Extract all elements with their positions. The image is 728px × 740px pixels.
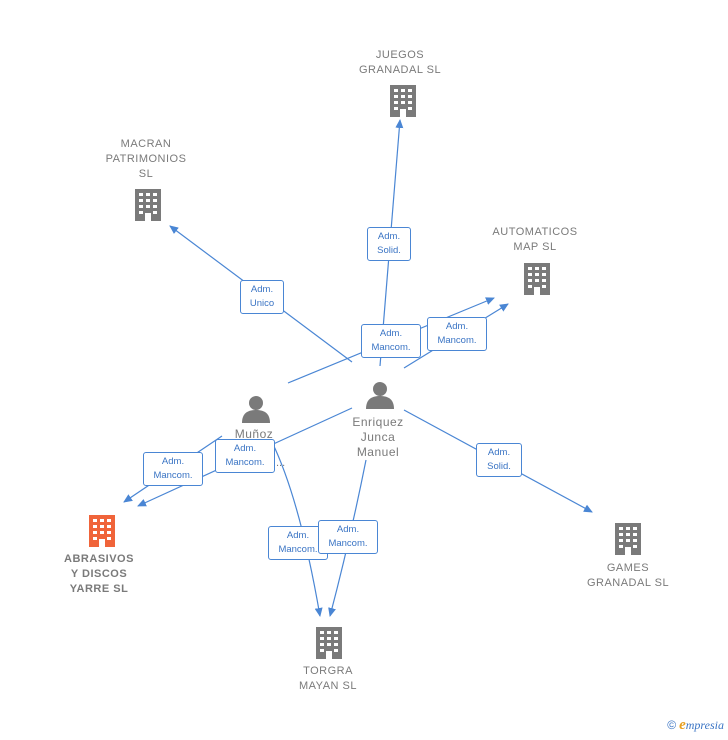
node-label-games[interactable]: GAMES GRANADAL SL (586, 562, 670, 589)
edge-label-e9: Adm. Mancom. (318, 520, 378, 554)
node-label-abrasivos[interactable]: ABRASIVOS Y DISCOS YARRE SL (64, 553, 134, 595)
building-icon (316, 627, 342, 659)
building-icon (615, 523, 641, 555)
label-ellipsis: ... (276, 457, 286, 469)
building-icon (390, 85, 416, 117)
node-label-automaticos[interactable]: AUTOMATICOS MAP SL (492, 226, 578, 253)
node-label-juegos[interactable]: JUEGOS GRANADAL SL (358, 49, 442, 76)
edge-label-e1: Adm. Solid. (367, 227, 411, 261)
node-label-macran[interactable]: MACRAN PATRIMONIOS SL (105, 138, 187, 180)
edge-label-e6: Adm. Mancom. (215, 439, 275, 473)
edge-label-e5: Adm. Mancom. (143, 452, 203, 486)
person-icon (366, 382, 394, 409)
edge-munoz-torgra (271, 441, 323, 617)
node-label-munoz[interactable]: Muñoz (234, 427, 274, 441)
edge-label-e7: Adm. Solid. (476, 443, 522, 477)
brand-initial: e (679, 717, 686, 733)
building-icon (89, 515, 115, 547)
edge-label-e3: Adm. Mancom. (361, 324, 421, 358)
person-icon (242, 396, 270, 423)
node-label-torgra[interactable]: TORGRA MAYAN SL (299, 665, 357, 692)
edge-label-e2: Adm. Unico (240, 280, 284, 314)
building-icon (135, 189, 161, 221)
edge-label-e4: Adm. Mancom. (427, 317, 487, 351)
building-icon (524, 263, 550, 295)
brand-name: mpresia (685, 718, 724, 732)
copyright-icon: © (667, 718, 677, 732)
node-label-enriquez[interactable]: Enriquez Junca Manuel (352, 415, 404, 459)
brand-footer: © empresia (667, 717, 724, 734)
